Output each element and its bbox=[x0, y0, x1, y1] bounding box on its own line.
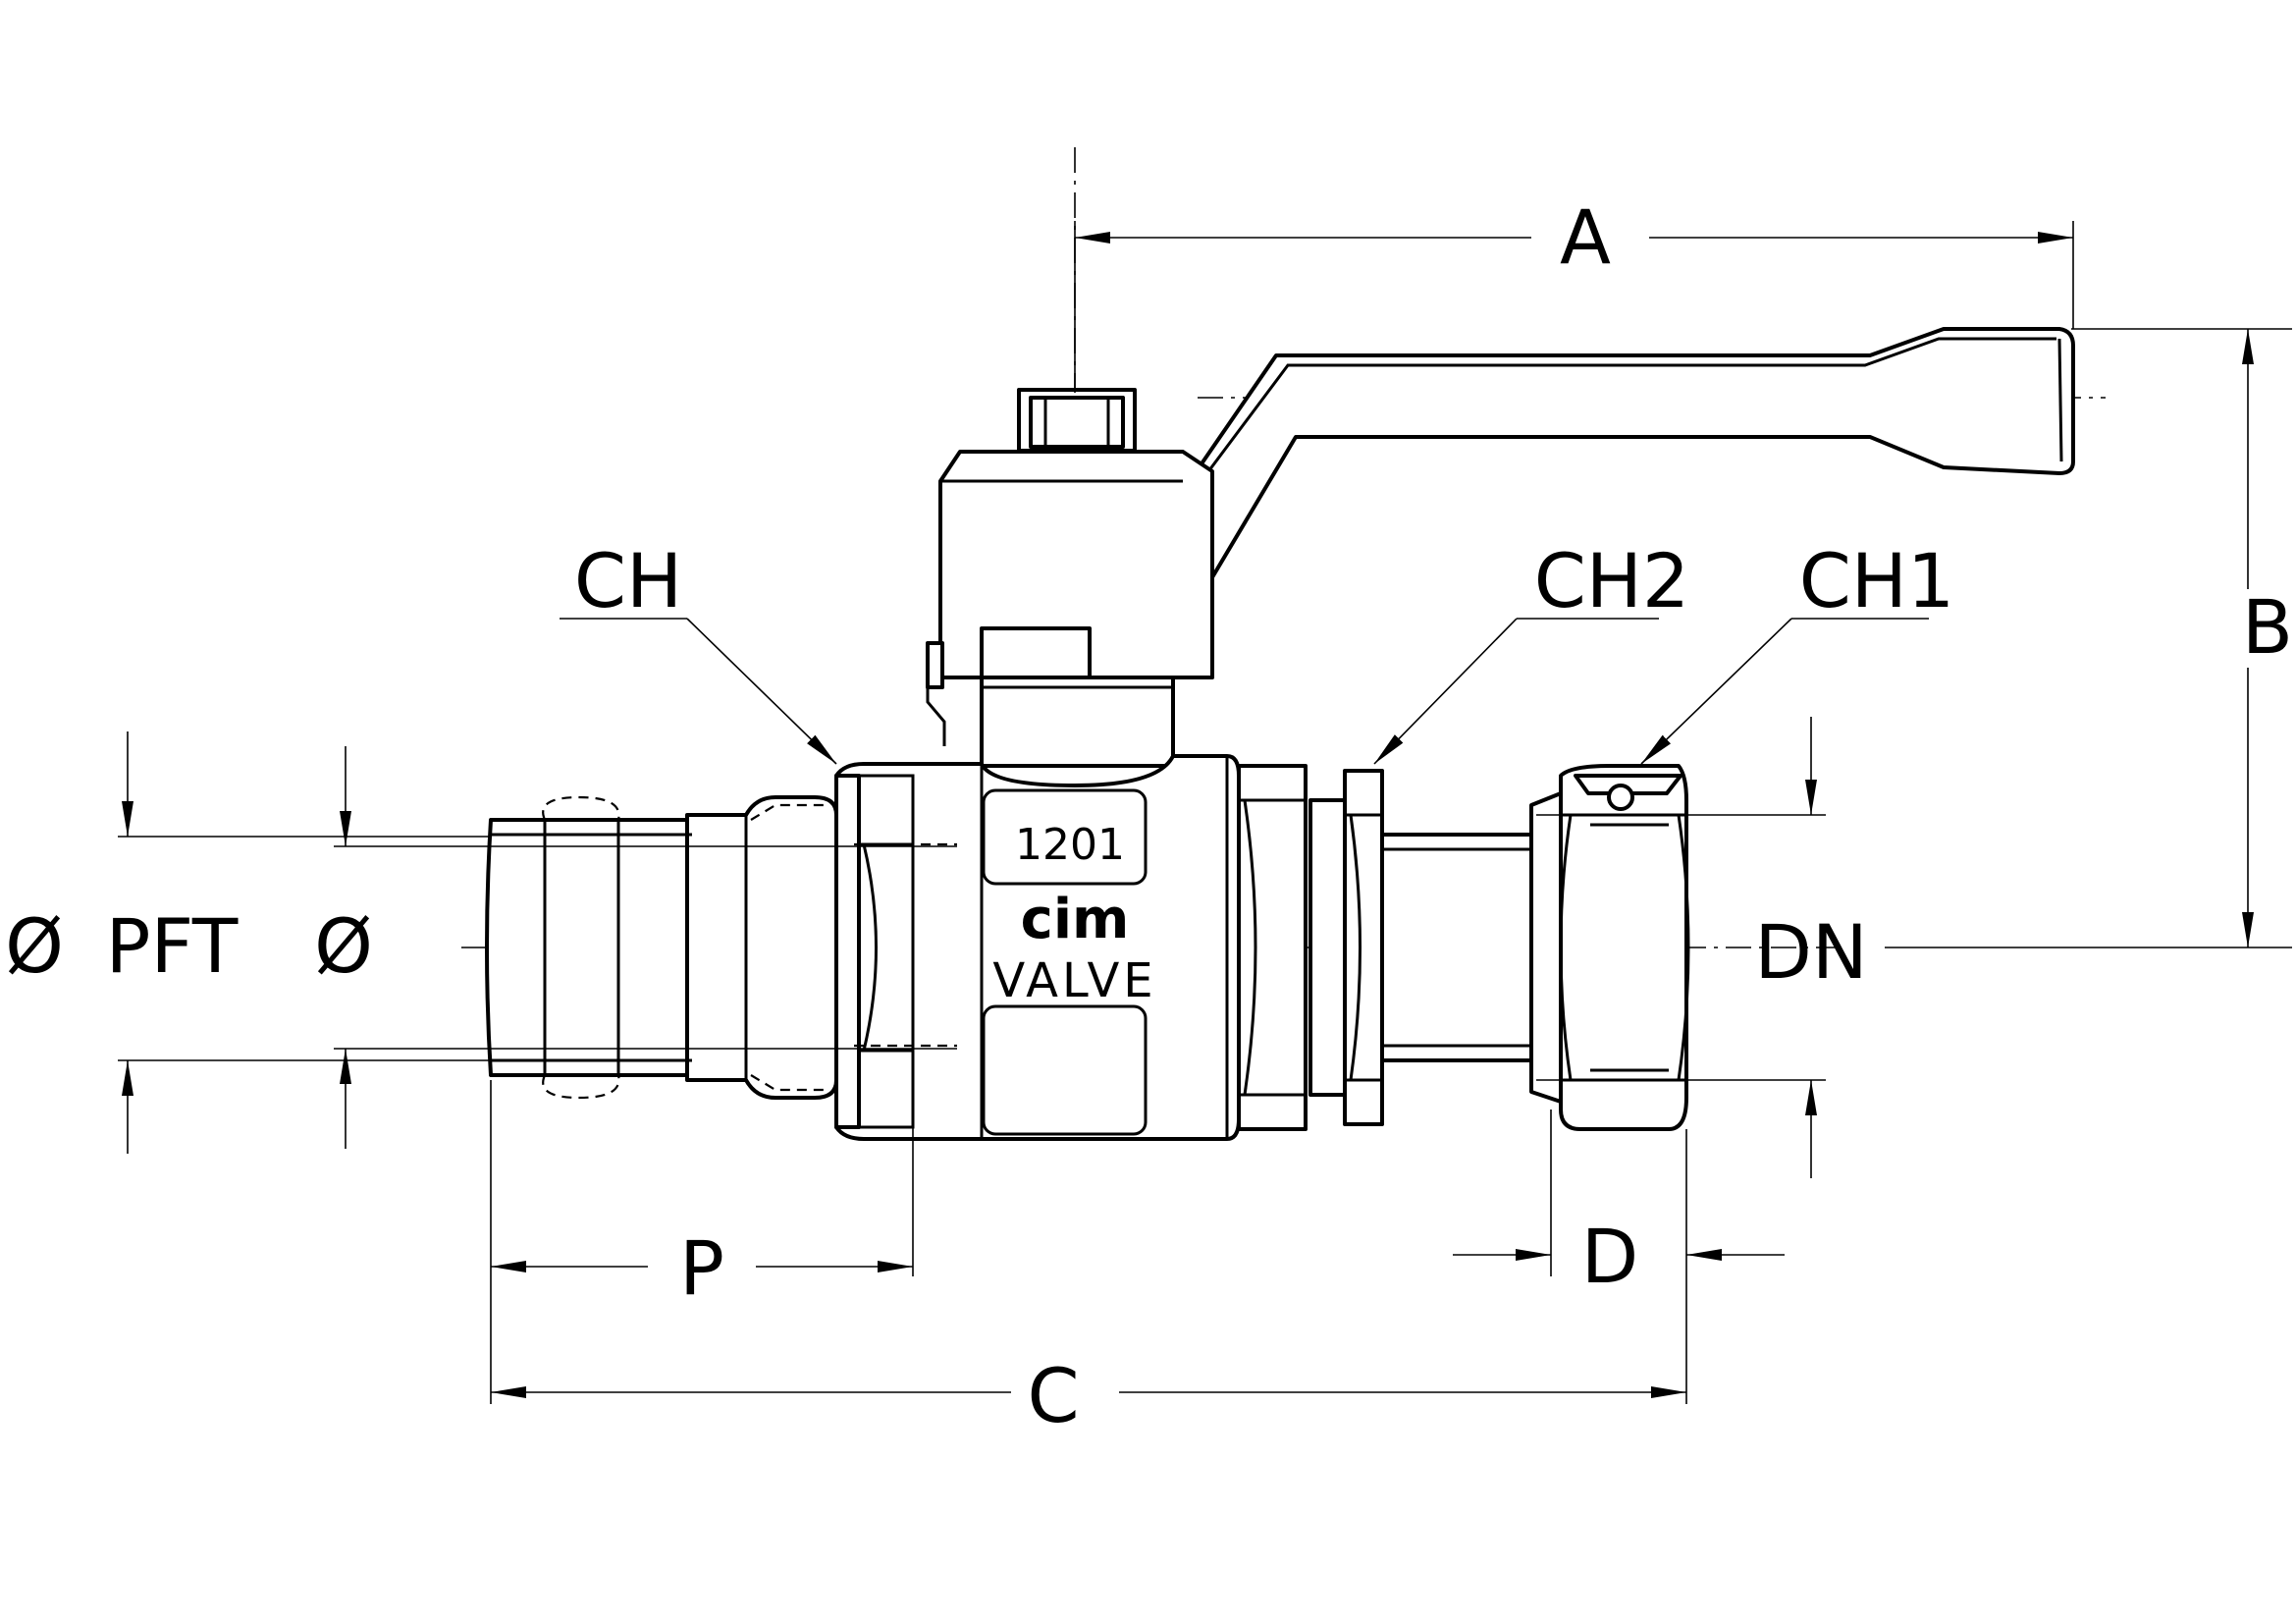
dim-d: D bbox=[1453, 1110, 1785, 1300]
tail-pipe bbox=[1380, 833, 1538, 1062]
lever-handle bbox=[1181, 327, 2075, 579]
union-nut-ch2 bbox=[1308, 769, 1384, 1126]
label-dia-inner: Ø bbox=[314, 902, 373, 990]
label-ch: CH bbox=[574, 537, 682, 624]
press-fitting bbox=[485, 795, 838, 1100]
leader-ch2: CH2 bbox=[1373, 537, 1690, 765]
label-dn: DN bbox=[1754, 908, 1867, 996]
handle-base bbox=[926, 450, 1214, 746]
label-b: B bbox=[2242, 583, 2293, 671]
body-right-end bbox=[1237, 764, 1308, 1131]
bore-hidden bbox=[854, 830, 957, 1065]
body-brand: VALVE bbox=[992, 953, 1156, 1008]
label-ch1: CH1 bbox=[1799, 537, 1955, 624]
label-a: A bbox=[1560, 193, 1611, 281]
dim-outer-diameter bbox=[118, 731, 491, 1154]
dim-p: P bbox=[491, 1080, 914, 1312]
leader-ch: CH bbox=[560, 537, 837, 765]
leader-ch1: CH1 bbox=[1640, 537, 1955, 765]
compression-nut-ch1 bbox=[1529, 764, 1690, 1131]
label-ch2: CH2 bbox=[1534, 537, 1690, 624]
label-d: D bbox=[1581, 1213, 1639, 1300]
label-pft: PFT bbox=[106, 902, 239, 990]
dim-dn: DN bbox=[1536, 717, 1868, 1178]
label-dia-outer: Ø bbox=[5, 902, 64, 990]
valve-neck bbox=[980, 676, 1175, 768]
dim-a: A bbox=[1074, 193, 2074, 393]
label-p: P bbox=[679, 1224, 724, 1312]
body-hex-ch bbox=[834, 774, 915, 1129]
stem-nut bbox=[1017, 388, 1137, 453]
body-logo: cim bbox=[1021, 888, 1130, 951]
body-marks: 1201 cim VALVE bbox=[992, 820, 1156, 1008]
dim-inner-diameter bbox=[334, 746, 957, 1149]
dim-c: C bbox=[490, 1080, 1687, 1439]
left-labels: Ø PFT Ø bbox=[5, 902, 373, 990]
body-code: 1201 bbox=[1015, 820, 1125, 870]
dim-b: B bbox=[1885, 328, 2293, 948]
label-c: C bbox=[1027, 1352, 1079, 1439]
valve-body bbox=[834, 754, 1241, 1141]
